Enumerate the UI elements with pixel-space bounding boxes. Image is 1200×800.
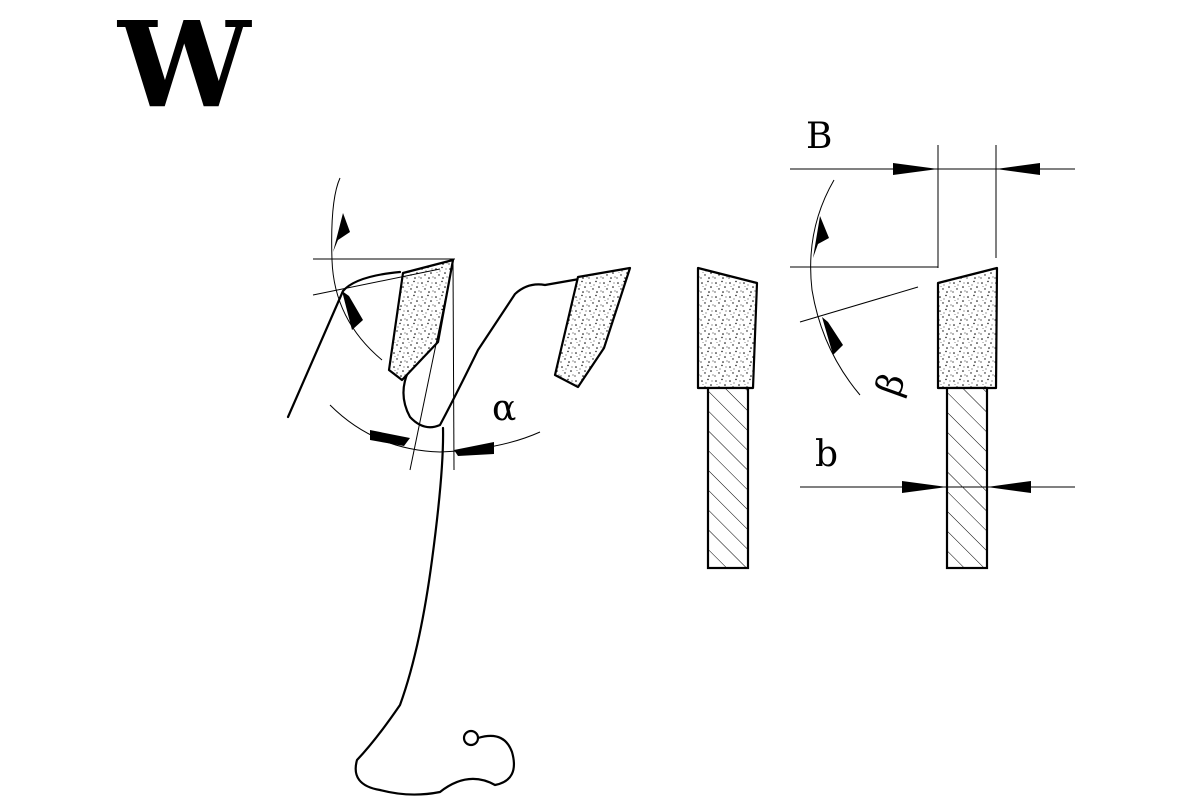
carbide-tip-front <box>387 258 455 382</box>
arrow-alpha-left <box>370 430 410 446</box>
blade-outline <box>286 261 587 796</box>
beta-label: β <box>868 368 914 402</box>
tooth-profile-view: α <box>286 177 632 796</box>
section-plate-bevel <box>945 386 989 570</box>
radial-line <box>452 261 455 471</box>
kerf-label: B <box>806 116 832 157</box>
arrow-clearance-upper <box>333 213 350 252</box>
tooth-section-bevel: B β b <box>790 116 1075 570</box>
section-tip-flat <box>696 266 759 390</box>
top-bevel-line <box>312 268 441 296</box>
arrow-kerf-right <box>996 163 1040 175</box>
arrow-kerf-left <box>893 163 938 175</box>
section-plate-flat <box>706 386 750 570</box>
arrow-alpha-right <box>454 442 494 456</box>
plate-label: b <box>815 434 838 475</box>
tooth-section-flat <box>696 266 759 570</box>
carbide-tip-back <box>553 266 632 389</box>
clearance-angle-arc <box>331 177 383 361</box>
bevel-angle-line <box>799 286 919 323</box>
arrow-beta-upper <box>813 216 829 258</box>
alpha-label: α <box>492 388 516 429</box>
face-line <box>409 261 454 471</box>
expansion-hole <box>462 729 480 747</box>
arrow-plate-left <box>902 481 947 493</box>
hook-angle-arc <box>329 404 541 453</box>
arrow-beta-lower <box>822 317 843 355</box>
arrow-clearance-lower <box>342 291 363 330</box>
profile-code: W <box>116 0 252 134</box>
arrow-plate-right <box>987 481 1031 493</box>
section-tip-bevel <box>936 266 999 390</box>
bevel-angle-arc <box>810 179 861 396</box>
